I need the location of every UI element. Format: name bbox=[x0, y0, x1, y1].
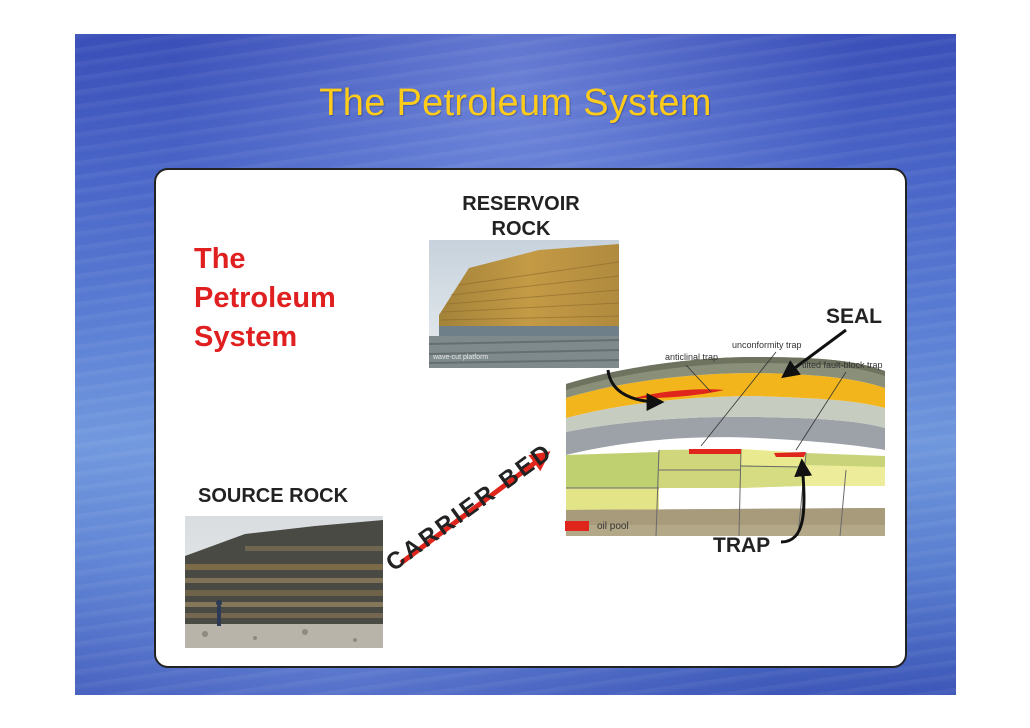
slide-title: The Petroleum System bbox=[319, 82, 712, 124]
oil-pool-legend-label: oil pool bbox=[597, 521, 629, 532]
unconformity-trap-label: unconformity trap bbox=[732, 340, 802, 350]
source-rock-photo bbox=[185, 516, 383, 648]
trap-arrow bbox=[780, 458, 813, 544]
diagram-panel: The Petroleum System RESERVOIR ROCK bbox=[154, 168, 907, 668]
reservoir-label-line: RESERVOIR bbox=[462, 193, 580, 215]
reservoir-rock-photo bbox=[429, 240, 619, 368]
reservoir-label-line: ROCK bbox=[491, 218, 551, 240]
panel-title-line: Petroleum bbox=[194, 282, 336, 314]
reservoir-arrow bbox=[606, 369, 665, 411]
reservoir-rock-label: RESERVOIR ROCK bbox=[450, 192, 592, 242]
photo-caption: wave-cut platform bbox=[433, 354, 489, 361]
slide-background: The Petroleum System The Petroleum Syste… bbox=[75, 34, 956, 695]
trap-label: TRAP bbox=[713, 534, 771, 557]
panel-title: The Petroleum System bbox=[194, 240, 336, 357]
seal-label: SEAL bbox=[826, 305, 883, 328]
oil-pool-fault-block bbox=[774, 452, 806, 457]
panel-title-line: The bbox=[194, 243, 246, 275]
panel-title-line: System bbox=[194, 321, 298, 353]
reservoir-layer bbox=[566, 373, 885, 418]
source-rock-label: SOURCE ROCK bbox=[198, 485, 349, 507]
fault-lines bbox=[566, 448, 847, 537]
oil-pool-legend-swatch bbox=[565, 521, 589, 531]
oil-pool-unconformity bbox=[689, 449, 741, 454]
seal-arrow bbox=[781, 328, 847, 379]
tilted-fault-block-trap-label: tilted fault-block trap bbox=[802, 360, 883, 370]
anticlinal-trap-label: anticlinal trap bbox=[665, 352, 719, 362]
fault-blocks bbox=[566, 449, 885, 536]
carrier-bed-arrow bbox=[399, 451, 551, 566]
cross-section-diagram bbox=[399, 328, 885, 566]
